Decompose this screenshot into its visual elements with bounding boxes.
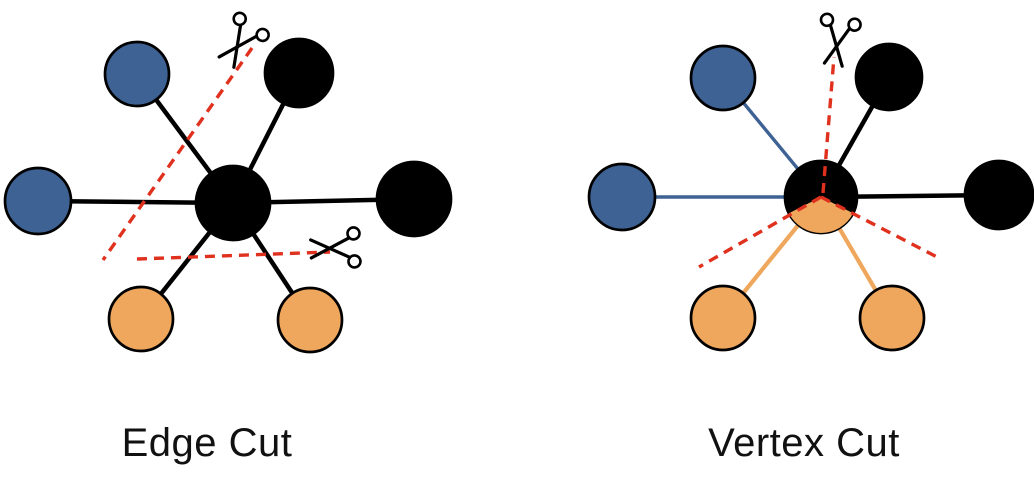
vertex-cut-node-w-blue [587,162,657,232]
scissors-pivot [235,44,240,49]
edge-cut-node-w-blue [3,166,73,236]
scissors-handle [847,17,862,32]
edge-cut-scissors-icon-1 [217,11,270,69]
edge-cut-node-sw-orange [107,285,175,353]
edge-cut-node-e-black [375,160,453,238]
vertex-cut [587,12,1034,352]
edge-cut-node-center [194,164,272,242]
edge-cut-node-nw-blue [103,40,171,108]
edge-cut-cut-line-2 [136,250,331,261]
scissors-handle [819,12,835,28]
scissors-handle [347,254,362,269]
scissors-pivot [834,44,839,48]
vertex-cut-cut-line-1 [821,56,836,194]
edge-cut-node-se-orange [276,286,344,354]
edge-cut-caption: Edge Cut [121,421,293,465]
vertex-cut-node-nw-blue [689,44,757,112]
scissors-handle [346,226,361,241]
vertex-cut-node-ne-black [854,42,924,112]
edge-cut-scissors-icon-2 [309,226,362,269]
scissors-handle [255,27,270,43]
vertex-cut-cut-line-2 [698,195,822,269]
vertex-cut-node-e-black [963,159,1034,231]
edge-cut-node-ne-black [263,37,335,109]
edge-cut-cut-line-1 [101,47,254,261]
vertex-cut-caption: Vertex Cut [708,421,900,465]
vertex-cut-cut-line-3 [820,195,938,259]
vertex-cut-node-se-orange [858,284,926,352]
vertex-cut-scissors-icon-1 [819,12,862,68]
scissors-pivot [328,246,332,251]
vertex-cut-node-sw-orange [689,284,757,352]
edge-cut [3,11,453,354]
scissors-handle [232,11,248,27]
